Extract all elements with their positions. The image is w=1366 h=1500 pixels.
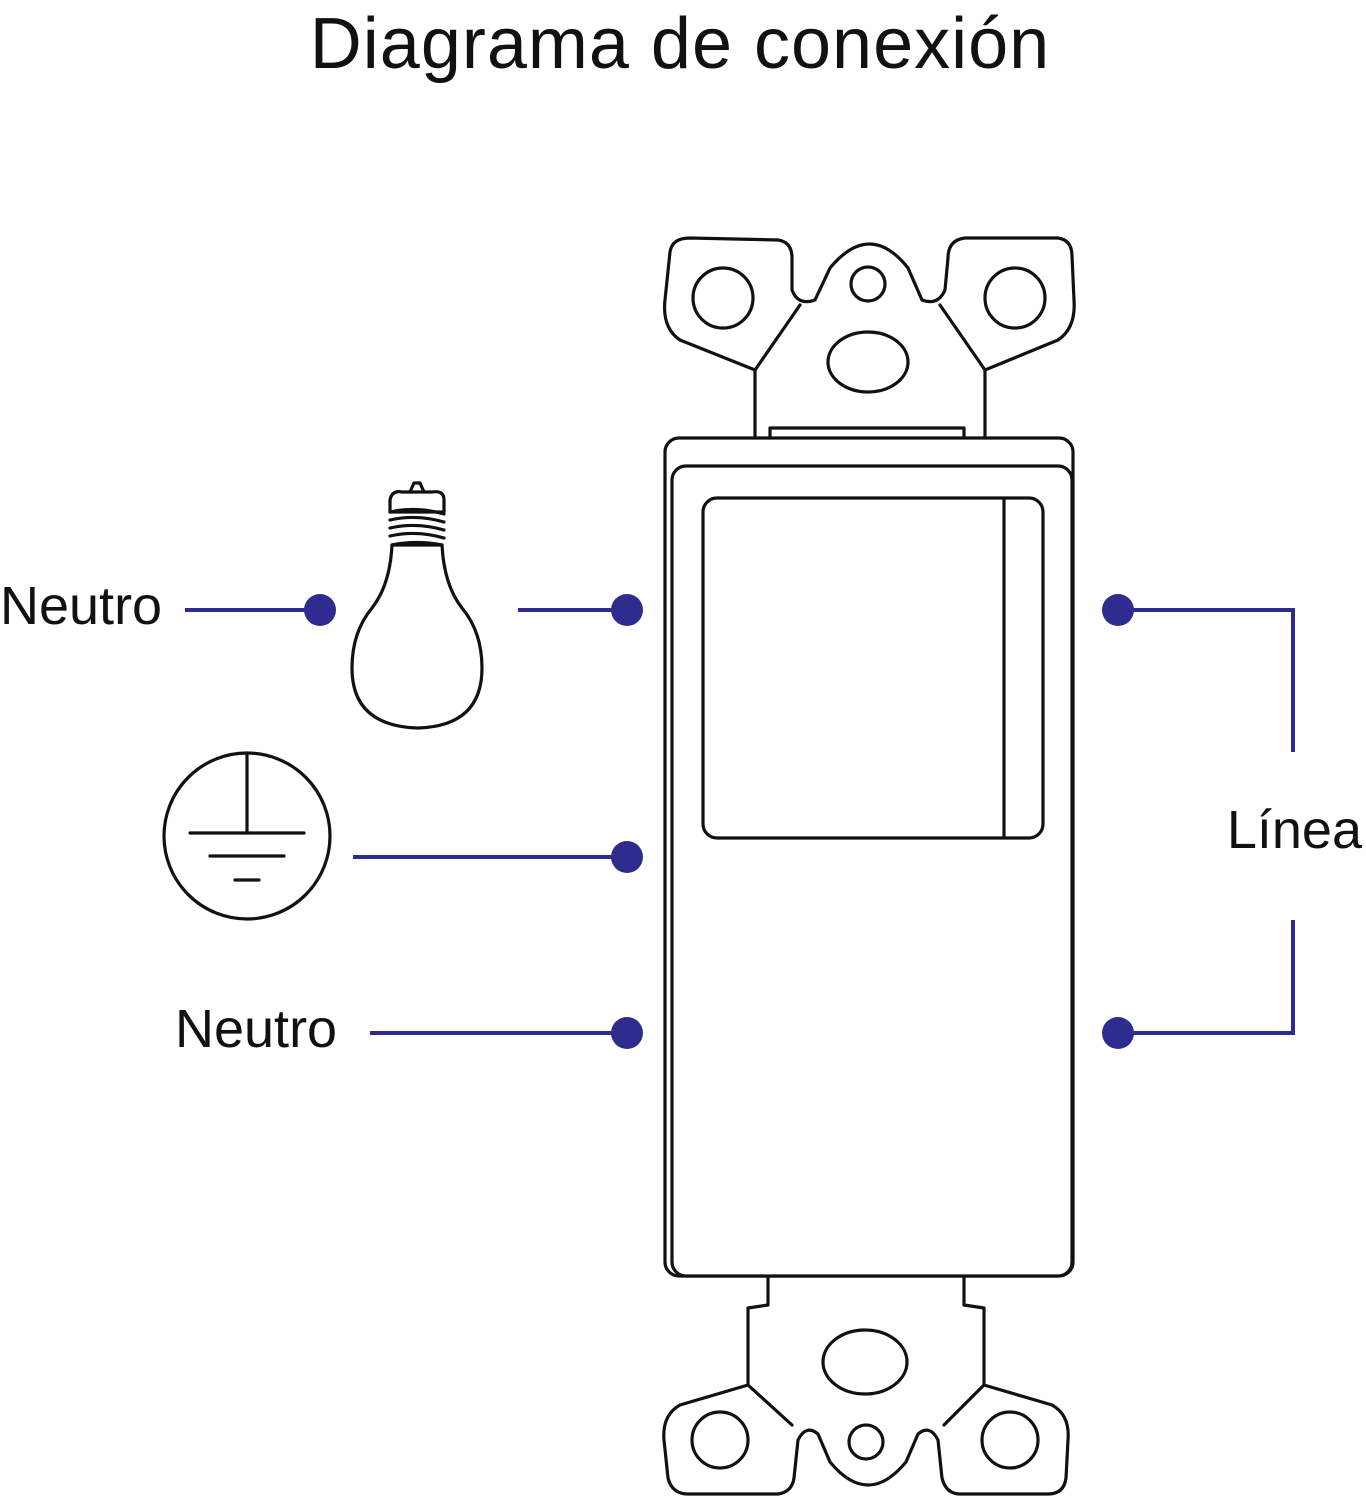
mounting-hole-right-top	[983, 266, 1047, 330]
page-title: Diagrama de conexión	[310, 4, 1050, 84]
oval-slot-top	[826, 330, 910, 394]
screw-hole-bottom	[847, 1423, 885, 1461]
screw-hole-top	[849, 265, 887, 303]
mounting-hole-right-bottom	[980, 1410, 1040, 1470]
oval-slot-bottom	[821, 1328, 909, 1396]
terminal-switch-ground	[611, 841, 643, 873]
mounting-hole-left-bottom	[690, 1410, 750, 1470]
terminal-switch-linea-top	[1102, 594, 1134, 626]
ground-symbol-icon	[162, 751, 332, 921]
terminal-neutro-top	[304, 594, 336, 626]
wire-linea-top	[1118, 608, 1295, 752]
wire-linea-bottom	[1118, 920, 1295, 1035]
terminal-switch-load	[611, 594, 643, 626]
bottom-mounting-strap	[662, 1270, 1070, 1496]
light-bulb-icon	[350, 481, 484, 730]
terminal-switch-neutro	[611, 1017, 643, 1049]
label-neutro-top: Neutro	[0, 576, 162, 636]
label-neutro-bottom: Neutro	[175, 999, 337, 1059]
label-linea: Línea	[1227, 800, 1363, 860]
wiring	[185, 594, 1295, 1049]
mounting-hole-left-top	[691, 266, 755, 330]
switch-rocker	[701, 496, 1045, 840]
top-mounting-strap	[662, 236, 1076, 460]
terminal-switch-linea-bottom	[1102, 1017, 1134, 1049]
wall-switch-icon	[662, 236, 1076, 1496]
